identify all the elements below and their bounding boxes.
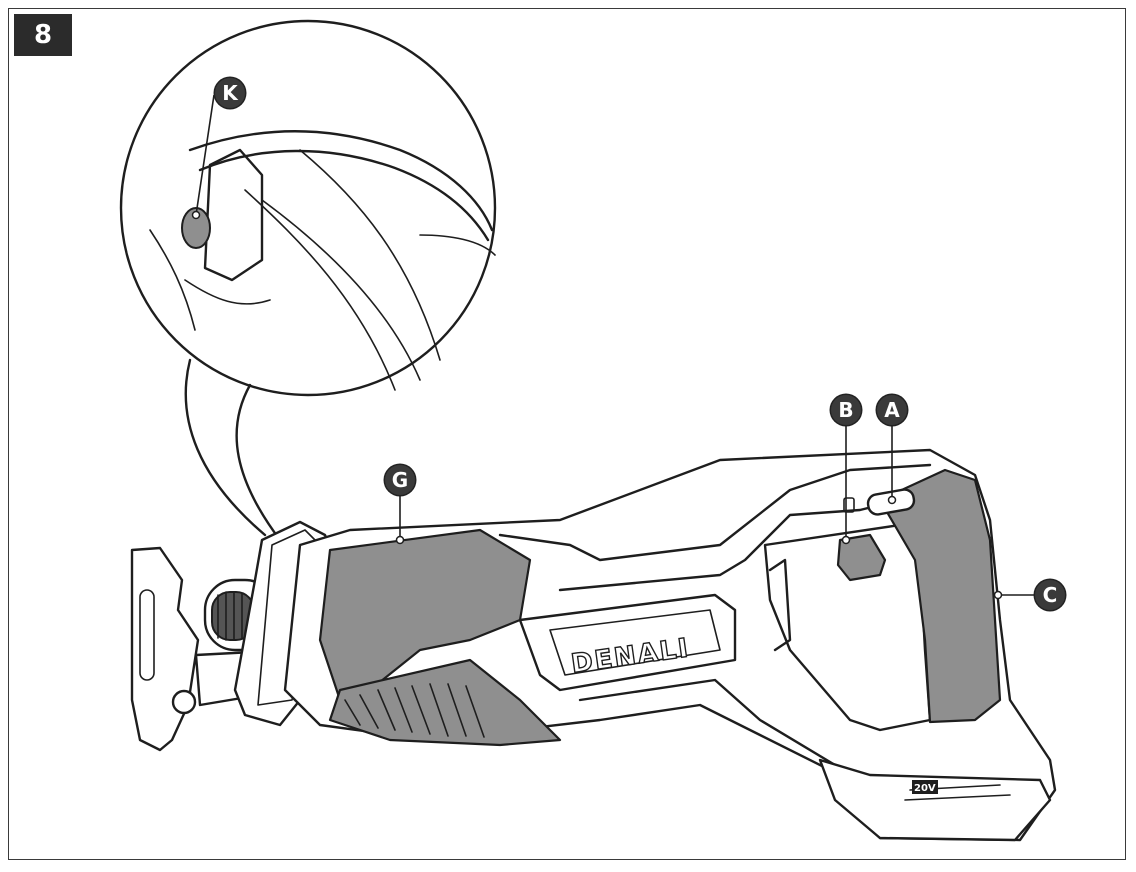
detail-curve-3	[299, 149, 441, 361]
lock-button-k	[181, 207, 211, 249]
battery-vent	[904, 794, 1011, 801]
switch-indicator	[843, 497, 855, 513]
saw-blade	[130, 546, 292, 752]
detail-circle	[119, 19, 497, 397]
detail-curve-2	[261, 199, 421, 381]
voltage-badge-text: 20V	[914, 783, 936, 794]
blade-pin	[171, 689, 197, 715]
callout-k: K	[215, 78, 245, 108]
detail-button-housing	[203, 148, 264, 282]
trigger-b	[836, 533, 887, 582]
detail-housing-top	[188, 130, 494, 232]
blade-slot	[139, 589, 155, 681]
magnifier-connector-2	[235, 383, 282, 542]
detail-curve-5	[149, 229, 196, 331]
battery-base	[818, 758, 1052, 842]
rear-handle-grip	[878, 468, 1002, 724]
callout-c: C	[1035, 580, 1065, 610]
front-grip-lower	[328, 658, 562, 747]
detail-magnifier	[119, 19, 497, 542]
callout-a: A	[877, 395, 907, 425]
callout-g: G	[385, 465, 415, 495]
brand-plate: DENALI	[518, 593, 737, 692]
detail-curve-6	[184, 279, 271, 305]
detail-curve-1	[244, 189, 396, 391]
figure-frame	[8, 8, 1126, 860]
magnifier-connector-1	[184, 358, 267, 537]
blade-plate	[130, 546, 200, 752]
detail-housing-rim	[198, 149, 490, 242]
leader-k	[195, 94, 215, 216]
callout-b: B	[831, 395, 861, 425]
detail-curve-4	[419, 234, 496, 256]
voltage-badge-shape	[912, 780, 938, 794]
brand-plate-frame	[518, 593, 737, 692]
grip-ribs	[344, 683, 485, 738]
figure-number-badge: 8	[14, 14, 72, 56]
front-grip	[318, 528, 532, 702]
